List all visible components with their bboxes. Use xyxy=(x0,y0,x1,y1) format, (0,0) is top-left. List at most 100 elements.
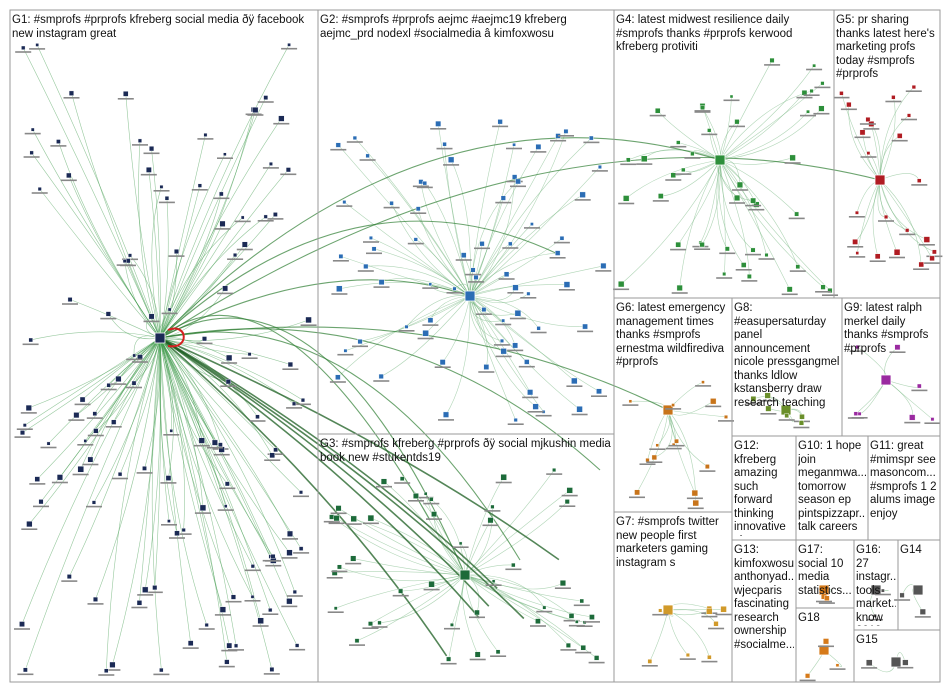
node-caption-mark xyxy=(281,47,298,50)
node xyxy=(371,246,377,252)
edge xyxy=(719,159,831,291)
node-caption-mark xyxy=(816,600,832,603)
edge xyxy=(379,574,466,624)
node-caption-mark xyxy=(407,242,424,245)
node-caption-mark xyxy=(829,668,846,670)
edge xyxy=(464,574,593,618)
node-caption-mark xyxy=(649,448,666,450)
edge xyxy=(420,181,471,297)
node xyxy=(115,375,122,383)
node-caption-mark xyxy=(352,345,368,348)
node xyxy=(28,337,33,343)
node-caption-mark xyxy=(16,428,33,430)
node-caption-mark xyxy=(376,485,392,488)
edge xyxy=(469,295,539,329)
group-label-g17: G17: social 10 media statistics... xyxy=(798,544,852,597)
node xyxy=(270,554,276,559)
node xyxy=(342,200,347,204)
node-caption-mark xyxy=(33,505,49,508)
edge xyxy=(159,319,309,341)
node xyxy=(500,195,506,201)
node-caption-mark xyxy=(373,380,390,382)
node-caption-mark xyxy=(24,132,41,135)
node-caption-mark xyxy=(793,426,810,429)
node-caption-mark xyxy=(694,110,711,112)
node xyxy=(835,663,840,668)
node-caption-mark xyxy=(357,270,374,272)
node-caption-mark xyxy=(764,64,781,66)
edge xyxy=(719,159,824,288)
node xyxy=(431,511,437,518)
edge xyxy=(159,337,237,646)
node-caption-mark xyxy=(495,355,512,358)
edge xyxy=(469,287,516,301)
node xyxy=(269,667,275,672)
node xyxy=(589,135,594,141)
node-caption-mark xyxy=(474,247,490,250)
node-caption-mark xyxy=(345,523,362,525)
node xyxy=(805,673,811,679)
node xyxy=(809,88,814,93)
node-caption-mark xyxy=(412,185,429,188)
node xyxy=(530,222,534,226)
node xyxy=(223,504,228,508)
node-caption-mark xyxy=(495,201,512,204)
node-caption-mark xyxy=(723,99,740,102)
node xyxy=(378,279,385,286)
node-caption-mark xyxy=(175,533,192,535)
node xyxy=(641,155,648,162)
node xyxy=(226,642,233,649)
node xyxy=(651,454,658,461)
node xyxy=(865,117,871,122)
edge xyxy=(159,337,250,355)
edge xyxy=(159,169,289,339)
edge xyxy=(719,159,799,267)
node-caption-mark xyxy=(518,365,535,368)
node xyxy=(329,514,335,520)
node xyxy=(552,468,557,472)
node-caption-mark xyxy=(20,412,37,414)
node xyxy=(535,618,541,624)
edge xyxy=(159,337,261,621)
node xyxy=(600,262,607,269)
node-caption-mark xyxy=(286,595,303,597)
node-caption-mark xyxy=(629,496,645,499)
edge xyxy=(159,217,243,339)
node-caption-mark xyxy=(668,444,685,447)
node-caption-mark xyxy=(861,667,878,669)
edge xyxy=(879,173,920,181)
node xyxy=(497,119,503,125)
node-caption-mark xyxy=(670,248,687,251)
node-caption-mark xyxy=(349,644,365,646)
node-caption-mark xyxy=(694,248,711,250)
edge xyxy=(336,517,466,576)
node xyxy=(287,43,291,47)
node xyxy=(448,156,455,163)
edge xyxy=(469,284,567,297)
node-caption-mark xyxy=(51,481,68,484)
node xyxy=(224,481,230,487)
node-caption-mark xyxy=(362,627,379,629)
node xyxy=(286,598,293,605)
node xyxy=(874,253,881,260)
node xyxy=(66,574,72,580)
edge xyxy=(469,295,586,327)
node xyxy=(681,167,686,172)
node-caption-mark xyxy=(718,420,734,422)
edge xyxy=(879,179,908,231)
node xyxy=(299,490,303,495)
node xyxy=(764,392,771,399)
node-caption-mark xyxy=(618,202,635,205)
node-caption-mark xyxy=(741,280,758,282)
node xyxy=(675,241,681,248)
node-caption-mark xyxy=(136,472,153,474)
node xyxy=(23,667,28,673)
node xyxy=(422,180,427,186)
node xyxy=(159,184,164,189)
node-caption-mark xyxy=(558,135,574,137)
group-label-g12: G12: kfreberg amazing such forward think… xyxy=(734,440,786,536)
node xyxy=(211,439,218,446)
node xyxy=(542,605,547,610)
node xyxy=(568,613,575,619)
node xyxy=(700,105,705,110)
